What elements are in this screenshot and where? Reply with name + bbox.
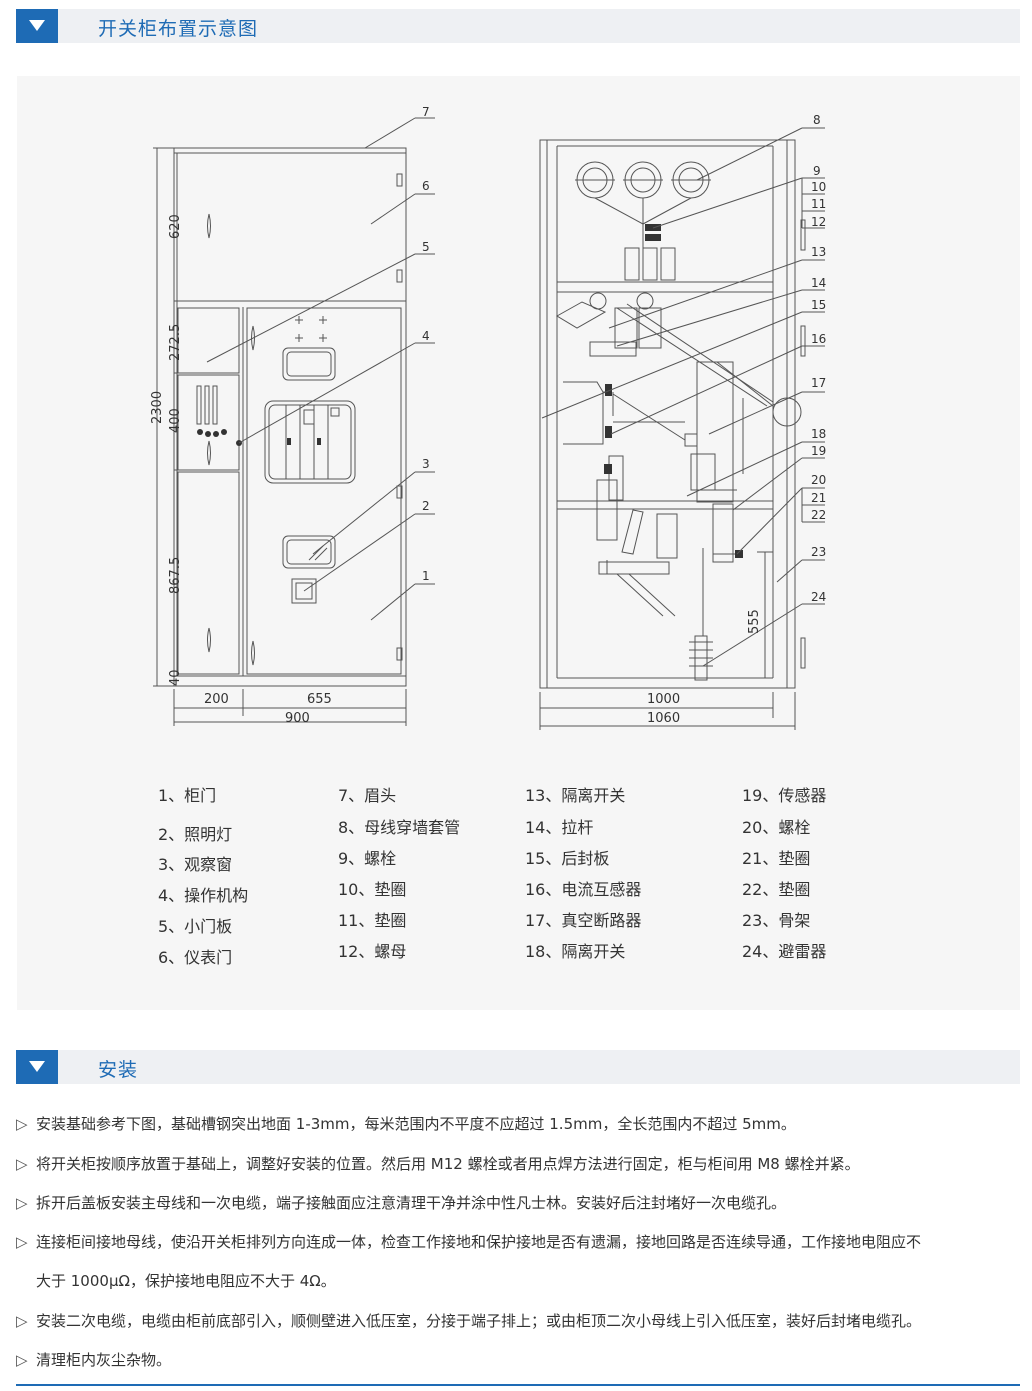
callout-22: 22: [811, 508, 826, 522]
legend-item: 9、螺栓: [338, 849, 397, 868]
chevron-down-icon: [16, 1050, 58, 1084]
legend-item: 18、隔离开关: [525, 942, 626, 961]
install-item: ▷拆开后盖板安装主母线和一次电缆，端子接触面应注意清理干净并涂中性凡士林。安装好…: [16, 1194, 787, 1212]
callout-17: 17: [811, 376, 826, 390]
triangle-right-icon: ▷: [16, 1233, 28, 1251]
chevron-down-icon: [16, 9, 58, 43]
dim-900: 900: [285, 711, 310, 726]
switchgear-diagram: 2300 620 272.5 400 867.5 40 200 655 900 …: [150, 105, 826, 730]
triangle-right-icon: ▷: [16, 1312, 28, 1330]
bottom-divider: [16, 1384, 1020, 1386]
dim-555: 555: [747, 609, 762, 634]
front-view-leaders: [206, 117, 435, 621]
layout-section-title: 开关柜布置示意图: [98, 18, 259, 40]
callout-15: 15: [811, 298, 826, 312]
dim-total-height: 2300: [150, 391, 165, 424]
callout-16: 16: [811, 332, 826, 346]
legend-item: 8、母线穿墙套管: [338, 818, 461, 837]
front-view-dots: [197, 429, 321, 446]
legend-item: 21、垫圈: [742, 849, 811, 868]
callout-4: 4: [422, 329, 430, 343]
legend-item: 5、小门板: [158, 917, 233, 936]
legend-item: 14、拉杆: [525, 818, 594, 837]
callout-8: 8: [813, 113, 821, 127]
legend-item: 13、隔离开关: [525, 786, 626, 805]
dim-200: 200: [204, 692, 229, 707]
dim-1060: 1060: [647, 711, 680, 726]
dim-400: 400: [168, 408, 183, 433]
legend-item: 16、电流互感器: [525, 880, 642, 899]
legend-item: 19、传感器: [742, 786, 827, 805]
dim-867-5: 867.5: [168, 557, 183, 594]
side-view-cabinet: [539, 139, 806, 689]
legend-item: 12、螺母: [338, 942, 407, 961]
legend-item: 24、避雷器: [742, 942, 827, 961]
front-view-cabinet: [173, 147, 407, 687]
triangle-right-icon: ▷: [16, 1155, 28, 1173]
install-item: ▷安装基础参考下图，基础槽钢突出地面 1-3mm，每米范围内不平度不应超过 1.…: [16, 1115, 796, 1133]
callout-5: 5: [422, 240, 430, 254]
side-callouts: 8 9 10 11 12 13 14 15 16 17 18 19 20 21 …: [811, 113, 826, 604]
callout-6: 6: [422, 179, 430, 193]
install-section-title: 安装: [98, 1059, 139, 1081]
callout-7: 7: [422, 105, 430, 119]
legend-item: 20、螺栓: [742, 818, 811, 837]
layout-section-header: 开关柜布置示意图: [16, 9, 1020, 43]
side-view-leaders: [541, 127, 825, 667]
legend-item: 7、眉头: [338, 786, 397, 805]
install-item: ▷安装二次电缆，电缆由柜前底部引入，顺侧壁进入低压室，分接于端子排上；或由柜顶二…: [16, 1312, 922, 1330]
legend-item: 4、操作机构: [158, 886, 249, 905]
install-section-header: 安装: [16, 1050, 1020, 1084]
install-item: ▷将开关柜按顺序放置于基础上，调整好安装的位置。然后用 M12 螺栓或者用点焊方…: [16, 1155, 860, 1173]
callout-21: 21: [811, 491, 826, 505]
callout-11: 11: [811, 197, 826, 211]
legend-item: 22、垫圈: [742, 880, 811, 899]
dim-40: 40: [168, 669, 183, 686]
triangle-right-icon: ▷: [16, 1115, 28, 1133]
legend-item: 11、垫圈: [338, 911, 407, 930]
legend-item: 2、照明灯: [158, 825, 233, 844]
callout-23: 23: [811, 545, 826, 559]
legend-item: 17、真空断路器: [525, 911, 642, 930]
callout-24: 24: [811, 590, 826, 604]
diagram-panel: 2300 620 272.5 400 867.5 40 200 655 900 …: [17, 76, 1020, 1010]
callout-14: 14: [811, 276, 826, 290]
callout-12: 12: [811, 215, 826, 229]
legend-item: 10、垫圈: [338, 880, 407, 899]
dim-620: 620: [168, 214, 183, 239]
dim-272-5: 272.5: [168, 324, 183, 361]
dim-1000: 1000: [647, 692, 680, 707]
legend-item: 23、骨架: [742, 911, 811, 930]
callout-9: 9: [813, 164, 821, 178]
install-item-continuation: 大于 1000μΩ，保护接地电阻应不大于 4Ω。: [36, 1272, 336, 1290]
dim-655: 655: [307, 692, 332, 707]
legend-item: 1、柜门: [158, 786, 217, 805]
callout-2: 2: [422, 499, 430, 513]
legend-item: 3、观察窗: [158, 855, 233, 874]
callout-13: 13: [811, 245, 826, 259]
callout-3: 3: [422, 457, 430, 471]
callout-18: 18: [811, 427, 826, 441]
front-callouts: 7 6 5 4 3 2 1: [422, 105, 430, 583]
side-view-dimensions: [539, 551, 796, 730]
callout-1: 1: [422, 569, 430, 583]
callout-19: 19: [811, 444, 826, 458]
install-item: ▷清理柜内灰尘杂物。: [16, 1351, 172, 1369]
triangle-right-icon: ▷: [16, 1351, 28, 1369]
legend-item: 15、后封板: [525, 849, 610, 868]
front-view-dimensions: [153, 147, 407, 726]
legend-item: 6、仪表门: [158, 948, 233, 967]
callout-10: 10: [811, 180, 826, 194]
install-item: ▷连接柜间接地母线，使沿开关柜排列方向连成一体，检查工作接地和保护接地是否有遗漏…: [16, 1233, 922, 1251]
triangle-right-icon: ▷: [16, 1194, 28, 1212]
callout-20: 20: [811, 473, 826, 487]
